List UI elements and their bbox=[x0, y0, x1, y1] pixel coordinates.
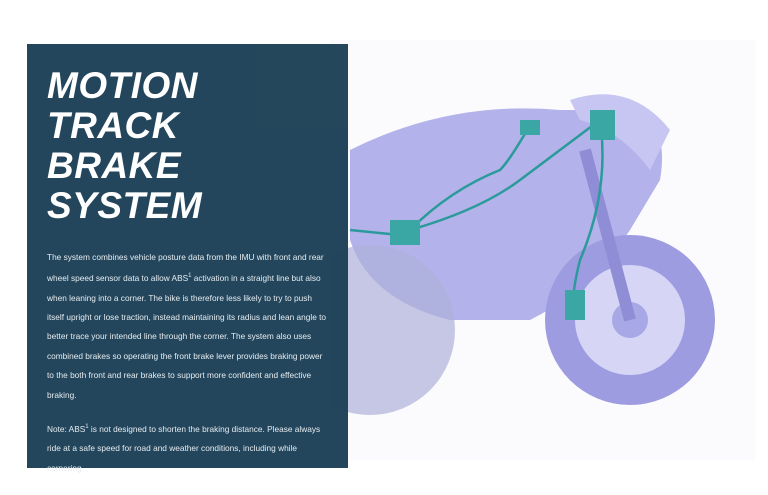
note-text-start: Note: ABS bbox=[47, 423, 86, 434]
brake-lever-unit bbox=[590, 110, 615, 140]
abs-unit bbox=[390, 220, 420, 245]
title-line-1: MOTION TRACK bbox=[47, 65, 198, 146]
motorcycle-illustration bbox=[285, 40, 755, 460]
page-title: MOTION TRACK BRAKE SYSTEM bbox=[47, 66, 328, 226]
description-text-end: activation in a straight line but also w… bbox=[47, 273, 327, 400]
title-line-2: BRAKE SYSTEM bbox=[47, 145, 203, 226]
note-paragraph: Note: ABS1 is not designed to shorten th… bbox=[47, 418, 328, 478]
description-text-start: The system combines vehicle posture data… bbox=[47, 252, 324, 284]
note-text-end: is not designed to shorten the braking d… bbox=[47, 423, 321, 473]
master-cylinder bbox=[520, 120, 540, 135]
motorcycle-brake-diagram bbox=[285, 94, 715, 415]
footnote-marker: 1 bbox=[85, 424, 89, 431]
front-caliper bbox=[565, 290, 585, 320]
description-paragraph: The system combines vehicle posture data… bbox=[47, 248, 328, 405]
info-panel: MOTION TRACK BRAKE SYSTEM The system com… bbox=[27, 44, 348, 473]
front-fork bbox=[579, 148, 636, 322]
footnote-marker: 1 bbox=[188, 273, 192, 280]
